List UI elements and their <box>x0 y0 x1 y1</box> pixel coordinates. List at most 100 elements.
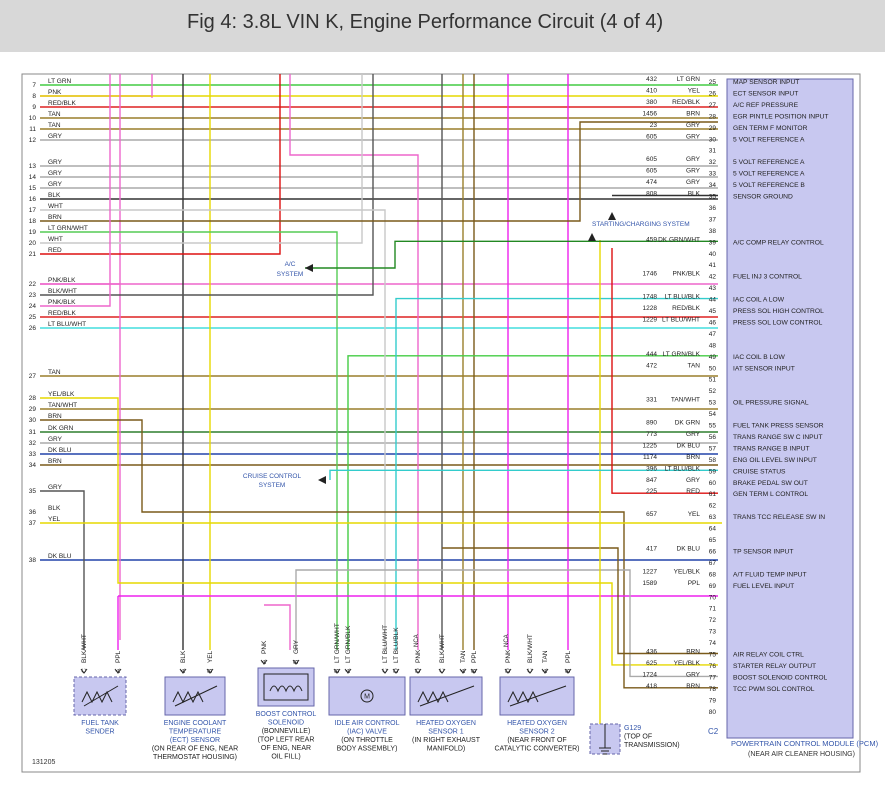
right-wire-color-34: GRY <box>686 179 701 186</box>
pcm-func-55: FUEL TANK PRESS SENSOR <box>733 423 824 430</box>
right-pin-30: 30 <box>709 136 717 143</box>
component-iac-title-1: (IAC) VALVE <box>347 729 387 736</box>
component-fuel-title-1: SENDER <box>85 729 114 736</box>
component-ho2s2-pin-color-A: TAN <box>542 650 549 663</box>
wire-blk-wht-36 <box>40 490 85 650</box>
right-wire-color-58: BRN <box>686 454 700 461</box>
wire-pnk-blk-24 <box>40 74 111 307</box>
left-wire-color-20: WHT <box>48 236 63 243</box>
pcm-func-45: PRESS SOL HIGH CONTROL <box>733 308 824 315</box>
component-fuel-box <box>73 676 127 716</box>
component-iac-pin-C: C <box>382 668 389 673</box>
left-wire-color-15: GRY <box>48 181 63 188</box>
left-wire-color-27: TAN <box>48 369 61 376</box>
right-pin-80: 80 <box>709 709 717 716</box>
pcm-func-29: GEN TERM F MONITOR <box>733 125 808 132</box>
pcm-func-69: FUEL LEVEL INPUT <box>733 583 794 590</box>
component-ho2s1-pin-color-C: BLK/WHT <box>439 634 446 663</box>
left-wire-color-8: PNK <box>48 89 62 96</box>
circuit-46: 1229 <box>643 316 658 323</box>
left-wire-color-31: DK GRN <box>48 425 74 432</box>
right-pin-43: 43 <box>709 285 717 292</box>
left-pin-12: 12 <box>29 137 37 144</box>
left-wire-color-28: YEL/BLK <box>48 391 75 398</box>
component-ho2s2-note-0: (NEAR FRONT OF <box>507 737 566 744</box>
pin-chevron-icon <box>459 668 467 674</box>
right-pin-41: 41 <box>709 262 717 269</box>
left-pin-36: 36 <box>29 509 37 516</box>
pin-chevron-icon <box>114 668 122 674</box>
left-pin-38: 38 <box>29 557 37 564</box>
pcm-func-53: OIL PRESSURE SIGNAL <box>733 400 809 407</box>
right-pin-52: 52 <box>709 388 717 395</box>
component-fuel-pin-color-C: BLK/WHT <box>81 634 88 663</box>
component-ho2s2-pin-color-B: PPL <box>565 650 572 663</box>
right-pin-62: 62 <box>709 503 717 510</box>
right-pin-37: 37 <box>709 216 717 223</box>
right-wire-color-76: YEL/BLK <box>674 660 701 667</box>
right-wire-color-35: BLK <box>688 191 701 198</box>
right-wire-color-77: GRY <box>686 671 701 678</box>
left-pin-17: 17 <box>29 207 37 214</box>
right-pin-76: 76 <box>709 663 717 670</box>
wire-blk-wht-23 <box>40 74 374 296</box>
circuit-61: 225 <box>646 488 657 495</box>
right-pin-69: 69 <box>709 583 717 590</box>
component-boost-note-3: OIL FILL) <box>271 754 300 761</box>
component-iac-pin-color-B: LT GRN/WHT <box>334 623 341 663</box>
component-ho2s1-note-0: (IN RIGHT EXHAUST <box>412 737 481 744</box>
left-wire-color-38: DK BLU <box>48 553 72 560</box>
left-pin-20: 20 <box>29 240 37 247</box>
resistor-icon <box>172 690 204 704</box>
wire-lt-blu-blk-cruise <box>329 469 718 480</box>
arrow-cruise <box>318 476 326 484</box>
circuit-39: 459 <box>646 236 657 243</box>
right-pin-72: 72 <box>709 617 717 624</box>
component-iac-note-0: (ON THROTTLE <box>341 737 393 744</box>
left-pin-22: 22 <box>29 281 37 288</box>
left-wire-color-26: LT BLU/WHT <box>48 321 86 328</box>
component-ho2s1-pin-A: A <box>460 668 467 673</box>
pin-chevron-icon <box>206 668 214 674</box>
wire-red-gen-l <box>611 248 718 494</box>
right-pin-63: 63 <box>709 514 717 521</box>
pin-chevron-icon <box>541 668 549 674</box>
component-ho2s2-note-1: CATALYTIC CONVERTER) <box>494 746 579 753</box>
circuit-58: 1174 <box>643 454 657 461</box>
right-pin-26: 26 <box>709 90 717 97</box>
circuit-35: 808 <box>646 191 657 198</box>
component-iac-note-1: BODY ASSEMBLY) <box>337 746 398 753</box>
pin-chevron-icon <box>392 668 400 674</box>
pin-chevron-icon <box>564 668 572 674</box>
component-g129-note-0: (TOP OF <box>624 734 652 741</box>
wire-red-21 <box>40 74 281 255</box>
pcm-func-59: CRUISE STATUS <box>733 468 786 475</box>
right-wire-color-60: GRY <box>686 477 701 484</box>
right-wire-color-53: TAN/WHT <box>671 397 700 404</box>
component-ho2s1-pin-color-D: PNK <box>415 649 422 663</box>
right-pin-61: 61 <box>709 491 717 498</box>
left-wire-color-30: BRN <box>48 413 62 420</box>
right-pin-64: 64 <box>709 526 717 533</box>
left-pin-25: 25 <box>29 314 37 321</box>
right-pin-57: 57 <box>709 445 717 452</box>
right-pin-56: 56 <box>709 434 717 441</box>
right-pin-51: 51 <box>709 377 717 384</box>
left-wire-color-18: BRN <box>48 214 62 221</box>
connector-c2-label: C2 <box>708 727 719 736</box>
right-pin-29: 29 <box>709 125 717 132</box>
pin-chevron-icon <box>333 668 341 674</box>
left-wire-color-37: YEL <box>48 516 61 523</box>
right-pin-73: 73 <box>709 629 717 636</box>
component-iac-pin-A: A <box>345 668 352 673</box>
component-ho2s1-pin-color-A: TAN <box>460 650 467 663</box>
right-pin-39: 39 <box>709 239 717 246</box>
component-ho2s2-pin-color-D: PNK <box>505 649 512 663</box>
component-iac-title-0: IDLE AIR CONTROL <box>335 720 400 727</box>
left-pin-31: 31 <box>29 429 37 436</box>
circuit-42: 1746 <box>643 271 658 278</box>
wire-brn-30 <box>40 419 718 689</box>
title-bar: Fig 4: 3.8L VIN K, Engine Performance Ci… <box>0 0 885 52</box>
circuit-45: 1228 <box>643 305 658 312</box>
component-ect-title-0: ENGINE COOLANT <box>164 720 227 727</box>
